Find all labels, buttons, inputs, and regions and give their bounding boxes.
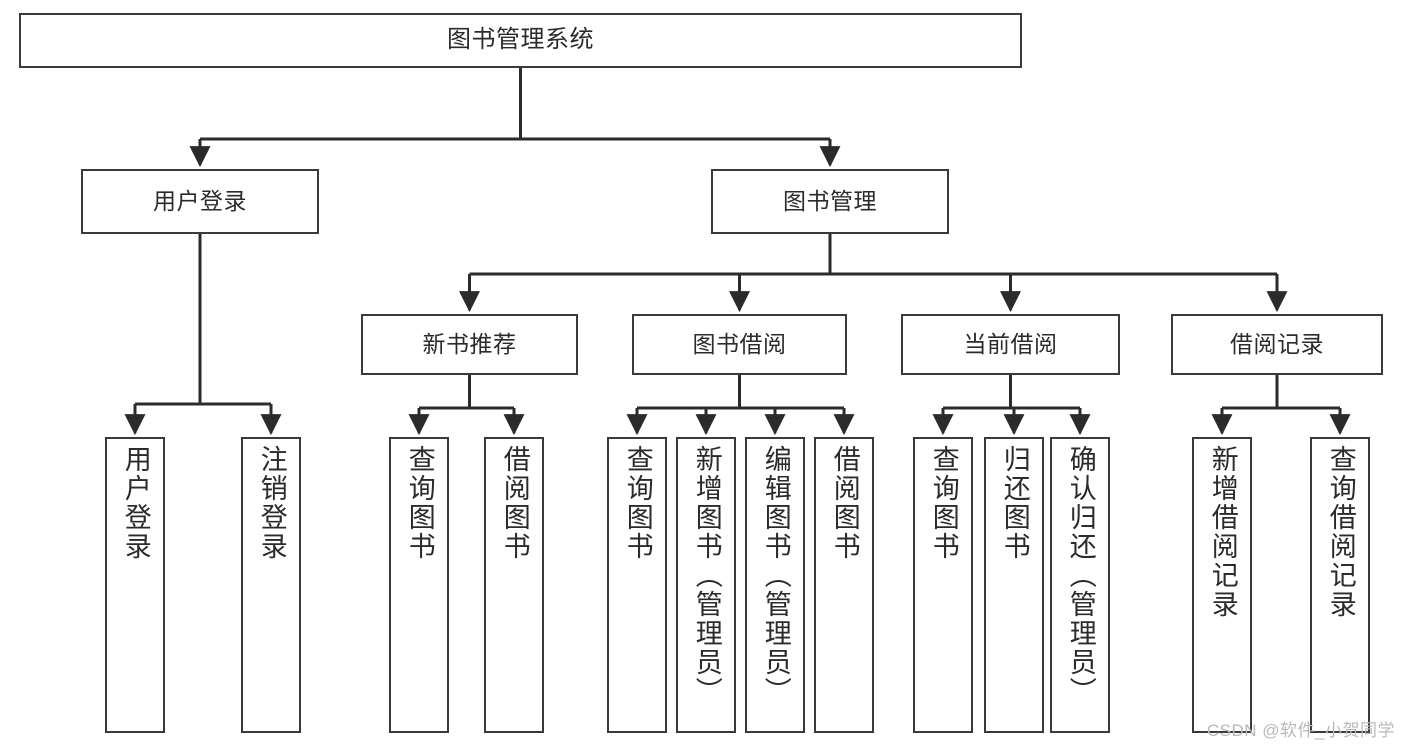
node-label: 确认归还（管理员） bbox=[1065, 445, 1096, 706]
node-label: 归还图书 bbox=[999, 445, 1030, 561]
node-label: 查询借阅记录 bbox=[1325, 445, 1356, 619]
node-label: 注销登录 bbox=[256, 445, 287, 561]
node-label: 图书借阅 bbox=[692, 330, 787, 357]
watermark-text: CSDN @软件_小贺同学 bbox=[1206, 721, 1395, 740]
node-label: 新增图书（管理员） bbox=[691, 445, 722, 706]
node-label: 借阅记录 bbox=[1230, 330, 1324, 357]
node-leaf-return-book[interactable]: 归还图书 bbox=[984, 437, 1044, 733]
node-label: 用户登录 bbox=[153, 187, 247, 214]
node-label: 图书管理系统 bbox=[447, 26, 594, 54]
node-leaf-query-book-1[interactable]: 查询图书 bbox=[389, 437, 449, 733]
node-label: 编辑图书（管理员） bbox=[760, 445, 791, 706]
node-leaf-borrow-book-2[interactable]: 借阅图书 bbox=[814, 437, 874, 733]
node-book-borrow[interactable]: 图书借阅 bbox=[632, 314, 847, 375]
node-leaf-edit-book[interactable]: 编辑图书（管理员） bbox=[745, 437, 805, 733]
node-leaf-query-book-2[interactable]: 查询图书 bbox=[607, 437, 667, 733]
node-label: 查询图书 bbox=[622, 445, 653, 561]
node-label: 新增借阅记录 bbox=[1207, 445, 1238, 619]
node-borrow-record[interactable]: 借阅记录 bbox=[1171, 314, 1383, 375]
node-label: 借阅图书 bbox=[829, 445, 860, 561]
node-label: 用户登录 bbox=[120, 445, 151, 561]
node-leaf-add-borrow-record[interactable]: 新增借阅记录 bbox=[1192, 437, 1252, 733]
node-label: 查询图书 bbox=[928, 445, 959, 561]
node-root-system[interactable]: 图书管理系统 bbox=[19, 13, 1022, 68]
node-label: 新书推荐 bbox=[422, 330, 517, 357]
node-leaf-query-book-3[interactable]: 查询图书 bbox=[913, 437, 973, 733]
node-label: 借阅图书 bbox=[499, 445, 530, 561]
node-leaf-user-login[interactable]: 用户登录 bbox=[105, 437, 165, 733]
node-leaf-query-borrow-record[interactable]: 查询借阅记录 bbox=[1310, 437, 1370, 733]
node-leaf-confirm-return[interactable]: 确认归还（管理员） bbox=[1050, 437, 1110, 733]
node-book-manage[interactable]: 图书管理 bbox=[711, 169, 949, 234]
node-leaf-borrow-book-1[interactable]: 借阅图书 bbox=[484, 437, 544, 733]
node-user-login[interactable]: 用户登录 bbox=[81, 169, 319, 234]
node-label: 查询图书 bbox=[404, 445, 435, 561]
node-label: 当前借阅 bbox=[963, 330, 1058, 357]
node-current-borrow[interactable]: 当前借阅 bbox=[901, 314, 1120, 375]
node-leaf-logout[interactable]: 注销登录 bbox=[241, 437, 301, 733]
node-label: 图书管理 bbox=[783, 187, 877, 214]
node-leaf-add-book[interactable]: 新增图书（管理员） bbox=[676, 437, 736, 733]
node-new-book-recommend[interactable]: 新书推荐 bbox=[361, 314, 578, 375]
